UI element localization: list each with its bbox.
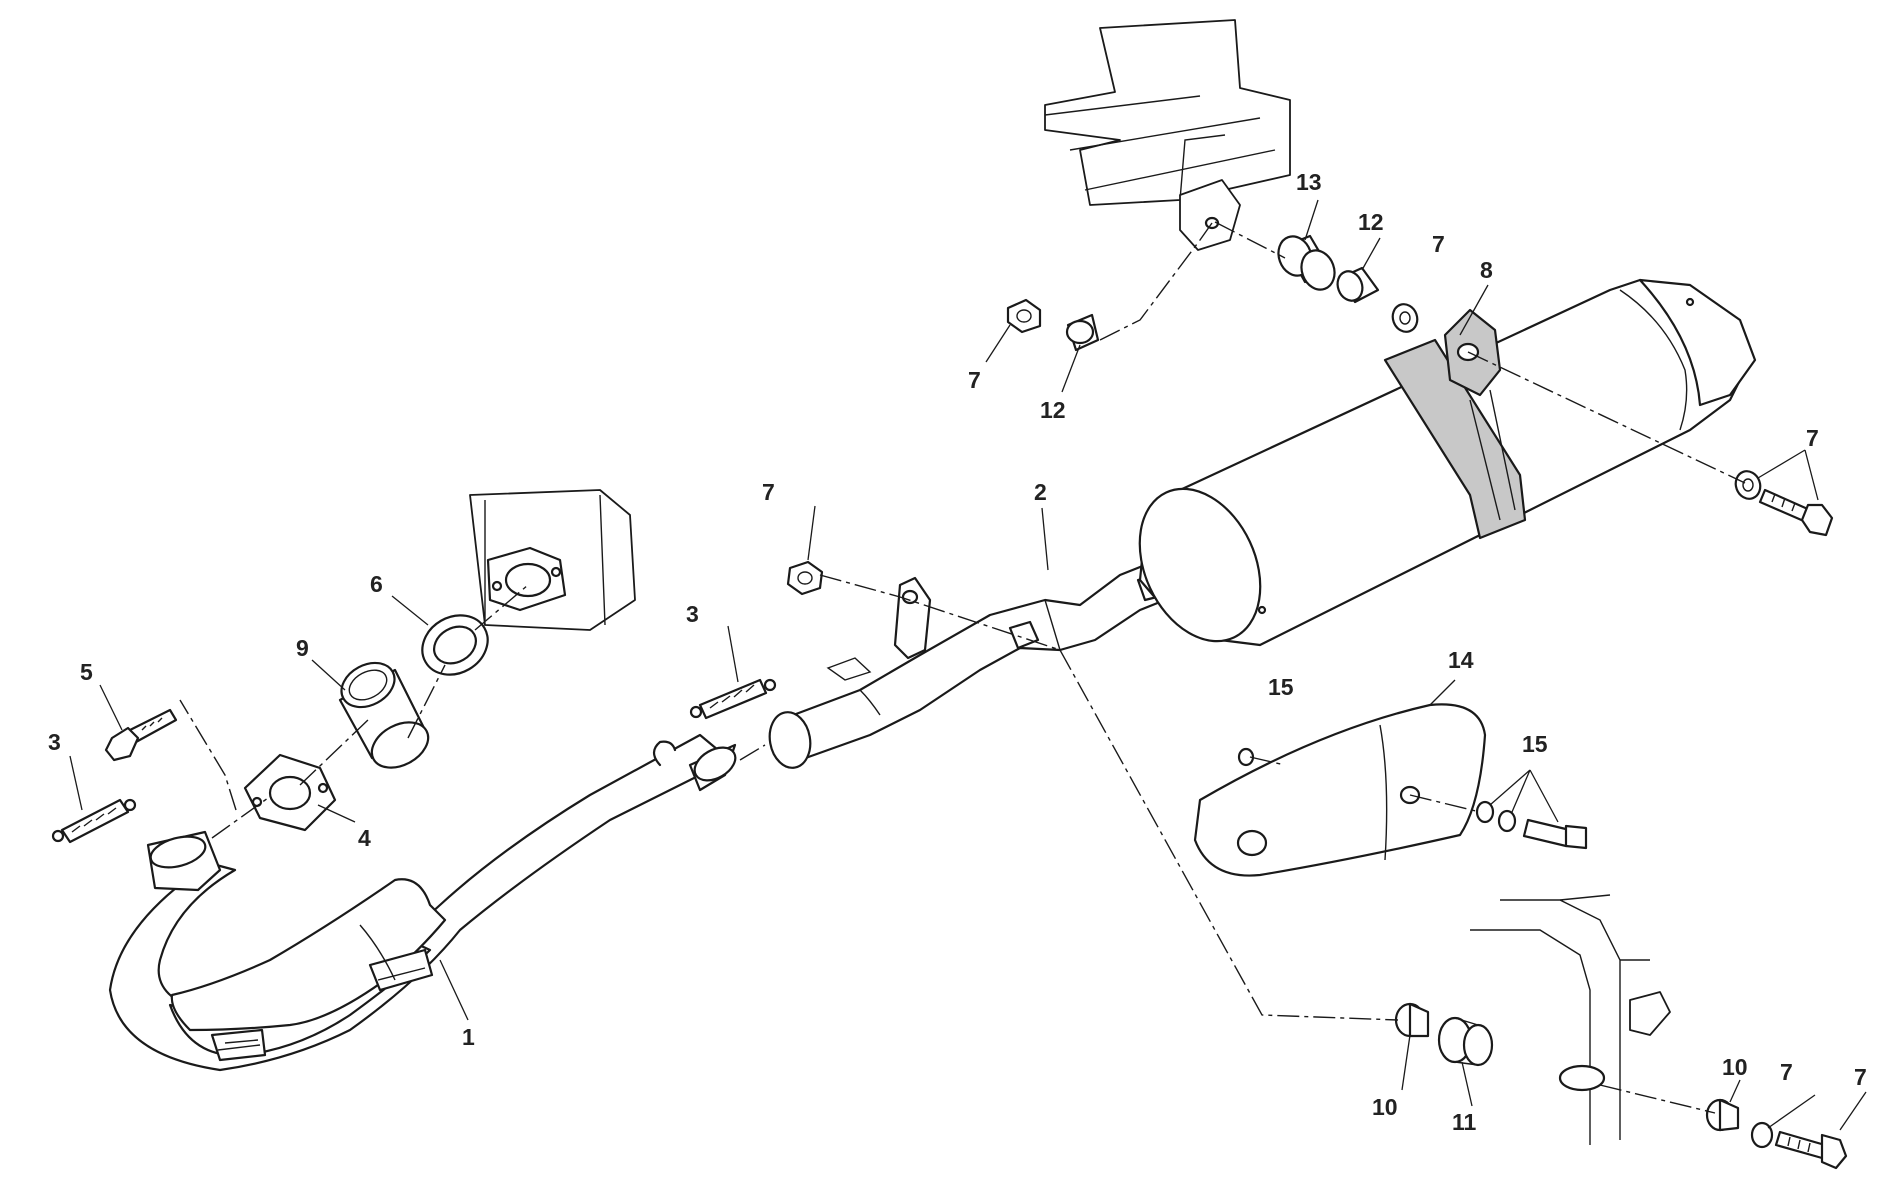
bolt-flange <box>104 708 178 762</box>
leader-lines <box>69 199 1867 1131</box>
exhaust-sleeve <box>338 661 430 769</box>
frame-bottom-right <box>1470 894 1671 1145</box>
callout-4: 4 <box>358 825 371 851</box>
muffler <box>1138 278 1757 647</box>
shield-fasteners <box>1237 747 1588 850</box>
assembly-lines <box>179 221 1746 1114</box>
callout-14: 14 <box>1448 647 1474 673</box>
nut-top <box>1006 298 1042 334</box>
callout-7-bottom-a: 7 <box>1780 1059 1793 1085</box>
callout-8: 8 <box>1480 257 1493 283</box>
bushing-top-left <box>1065 313 1100 352</box>
callout-9: 9 <box>296 635 309 661</box>
header-pipe <box>108 733 737 1072</box>
callout-11: 11 <box>1452 1109 1477 1135</box>
callout-1: 1 <box>462 1024 475 1050</box>
callout-12-lower: 12 <box>1040 397 1066 423</box>
callout-2: 2 <box>1034 479 1047 505</box>
callout-3-middle: 3 <box>686 601 699 627</box>
grommet-bottom <box>1437 1016 1494 1067</box>
callout-10-right: 10 <box>1722 1054 1748 1080</box>
frame-cylinder-head <box>469 489 636 631</box>
callout-labels: 1 2 3 3 4 5 6 7 7 7 7 7 7 8 9 10 10 11 1… <box>48 169 1867 1135</box>
callout-7-bottom-b: 7 <box>1854 1064 1867 1090</box>
washer-top <box>1391 303 1419 333</box>
bushing-bottom-right <box>1705 1098 1740 1132</box>
bushing-top-right <box>1336 266 1380 304</box>
exhaust-gasket <box>421 614 489 676</box>
mid-pipe <box>768 553 1192 769</box>
callout-7-right: 7 <box>1806 425 1819 451</box>
callout-7-middle: 7 <box>762 479 775 505</box>
bushing-bottom-left <box>1394 1002 1430 1038</box>
callout-13: 13 <box>1296 169 1322 195</box>
spring-left <box>51 798 137 844</box>
bolt-bottom <box>1750 1121 1848 1170</box>
callout-3-left: 3 <box>48 729 61 755</box>
spring-middle <box>689 678 777 720</box>
frame-top-right <box>1044 19 1291 251</box>
exhaust-flange <box>243 753 337 832</box>
grommet-top <box>1277 234 1336 291</box>
callout-7-top-left: 7 <box>968 367 981 393</box>
muffler-clamp <box>1383 308 1527 540</box>
callout-15-left: 15 <box>1268 674 1294 700</box>
callout-5: 5 <box>80 659 93 685</box>
callout-7-top: 7 <box>1432 231 1445 257</box>
callout-15-right: 15 <box>1522 731 1548 757</box>
nut-middle <box>786 560 824 596</box>
callout-10-left: 10 <box>1372 1094 1398 1120</box>
bolt-muffler-right <box>1734 470 1834 537</box>
callout-12-upper: 12 <box>1358 209 1384 235</box>
callout-6: 6 <box>370 571 383 597</box>
heat-shield <box>1193 703 1487 877</box>
